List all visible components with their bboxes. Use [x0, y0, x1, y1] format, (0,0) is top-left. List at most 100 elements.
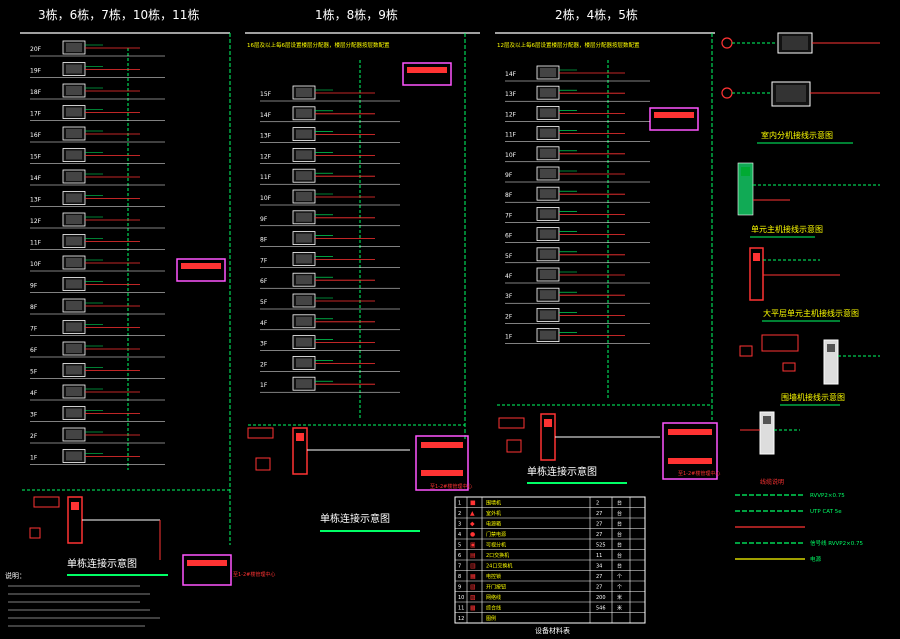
- table-cell-name: 综合线: [486, 605, 501, 612]
- table-cell-name: 围墙机: [486, 500, 501, 507]
- monitor-screen: [66, 408, 82, 418]
- floor-row: 8F: [30, 298, 165, 315]
- monitor-screen: [66, 344, 82, 353]
- floor-label: 5F: [30, 369, 38, 376]
- monitor-screen: [66, 193, 82, 203]
- table-cell-unit: 台: [617, 531, 622, 538]
- monitor-screen: [66, 365, 82, 375]
- floor-row: 15F: [30, 148, 165, 164]
- unit-main-screen-c: [544, 419, 552, 427]
- floor-rows-a: 20F19F18F17F16F15F14F13F12F11F10F9F8F7F6…: [30, 40, 165, 465]
- floor-label: 13F: [505, 91, 517, 98]
- floor-row: 3F: [30, 406, 165, 422]
- floor-label: 1F: [30, 455, 38, 462]
- floor-label: 2F: [30, 433, 38, 440]
- monitor-screen: [66, 172, 82, 181]
- table-cell-unit: 台: [617, 521, 622, 528]
- floor-row: 2F: [260, 355, 400, 372]
- switch-bar-b2: [421, 470, 463, 476]
- floor-label: 4F: [30, 390, 38, 397]
- schematic-a-label: 单栋连接示意图: [67, 557, 137, 570]
- monitor-screen: [296, 379, 312, 389]
- monitor-screen: [540, 169, 556, 178]
- monitor-screen: [296, 108, 312, 118]
- title-group-c: 2栋，4栋，5栋: [555, 7, 638, 22]
- monitor-screen: [540, 270, 556, 279]
- table-cell-icon: ▨: [470, 594, 476, 601]
- floor-row: 20F: [30, 40, 165, 57]
- floor-label: 14F: [30, 175, 42, 182]
- floor-row: 14F: [505, 65, 650, 82]
- floor-row: 3F: [505, 287, 650, 304]
- distributor-bar-c: [654, 112, 694, 118]
- distributor-bar-b: [407, 67, 447, 73]
- floor-row: 6F: [260, 272, 400, 289]
- table-cell-unit: 个: [617, 585, 622, 591]
- table-cell-icon: ▦: [470, 573, 476, 580]
- monitor-screen: [540, 209, 556, 219]
- floor-row: 12F: [30, 212, 165, 229]
- switch-box-b: [415, 435, 469, 491]
- monitor-screen: [66, 301, 82, 310]
- monitor-screen: [66, 129, 82, 138]
- floor-label: 12F: [30, 218, 42, 225]
- monitor-screen: [66, 215, 82, 224]
- floor-row: 5F: [30, 363, 165, 379]
- monitor-screen: [66, 43, 82, 52]
- unit-main-device-b: [292, 427, 308, 475]
- floor-label: 15F: [260, 91, 272, 98]
- table-cell-name: 室外机: [486, 510, 501, 517]
- floor-row: 8F: [260, 231, 400, 247]
- title-group-a: 3栋，6栋，7栋，10栋，11栋: [38, 7, 199, 22]
- table-cell-icon: ◆: [470, 521, 475, 528]
- floor-label: 9F: [260, 216, 268, 223]
- table-cell-index: 2: [458, 511, 461, 517]
- floor-row: 5F: [260, 293, 400, 310]
- to-center-b: 至1-2#楼管理中心: [430, 483, 472, 490]
- floor-label: 16F: [30, 132, 42, 139]
- monitor-screen: [540, 68, 556, 77]
- floor-label: 1F: [505, 334, 513, 341]
- table-cell-qty: 525: [596, 543, 606, 549]
- monitor-screen: [296, 254, 312, 264]
- lock-device-a: [33, 496, 60, 508]
- floor-row: 14F: [260, 106, 400, 123]
- table-cell-index: 5: [458, 543, 461, 549]
- table-cell-index: 3: [458, 522, 461, 528]
- notes-heading: 说明：: [5, 571, 26, 580]
- table-cell-name: 门禁电源: [486, 531, 506, 538]
- floor-row: 7F: [30, 320, 165, 336]
- table-cell-index: 8: [458, 574, 461, 580]
- monitor-screen: [66, 236, 82, 246]
- monitor-screen: [296, 88, 312, 97]
- floor-label: 10F: [505, 152, 517, 159]
- schematic-b-label: 单栋连接示意图: [320, 512, 390, 525]
- table-cell-index: 12: [458, 616, 464, 622]
- monitor-screen: [296, 171, 312, 181]
- floor-row: 18F: [30, 83, 165, 100]
- floor-row: 12F: [260, 147, 400, 164]
- floor-label: 3F: [505, 293, 513, 300]
- floor-label: 11F: [505, 132, 517, 139]
- table-cell-unit: 台: [617, 510, 622, 517]
- floor-row: 9F: [30, 277, 165, 293]
- floor-label: 19F: [30, 68, 42, 75]
- floor-label: 13F: [260, 133, 272, 140]
- monitor-screen: [540, 249, 556, 259]
- floor-row: 9F: [260, 210, 400, 227]
- floor-label: 9F: [30, 283, 38, 290]
- indoor-monitor-mid: [721, 81, 880, 107]
- table-title: 设备材料表: [535, 626, 570, 635]
- floor-label: 13F: [30, 197, 42, 204]
- unit-main-screen-a: [71, 502, 79, 510]
- floor-label: 4F: [260, 320, 268, 327]
- monitor-screen: [66, 258, 82, 267]
- table-cell-qty: 34: [596, 564, 602, 570]
- button-device-a: [29, 527, 41, 539]
- hall-main-label: 大平层单元主机接线示意图: [763, 308, 859, 318]
- table-cell-qty: 2: [596, 501, 599, 507]
